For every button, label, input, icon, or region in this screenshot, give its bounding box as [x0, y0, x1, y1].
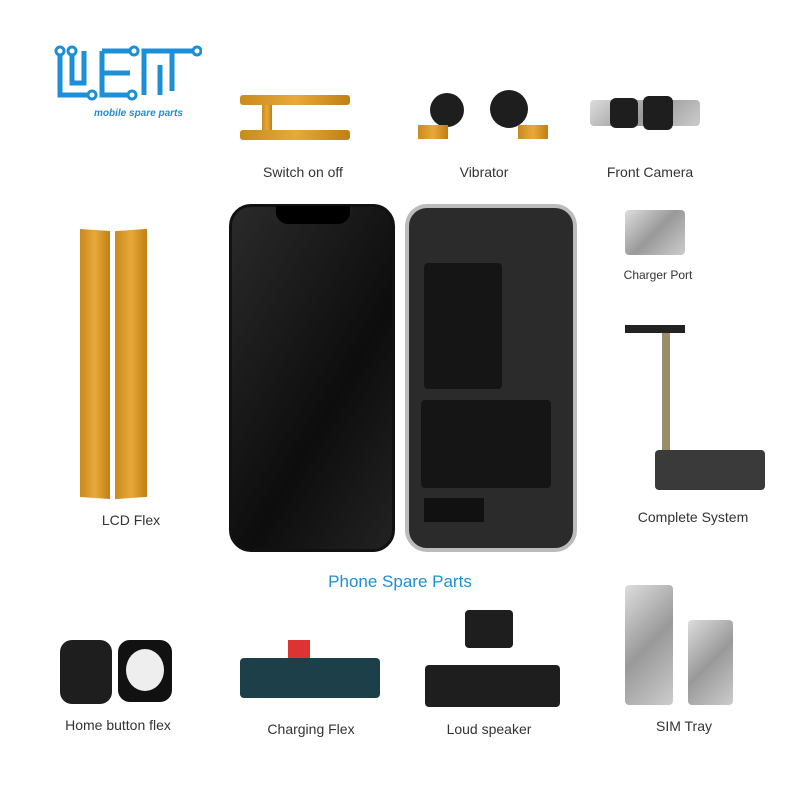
- label-home-button: Home button flex: [65, 717, 171, 733]
- vibrator-flex: [418, 125, 448, 139]
- taptic-engine: [424, 498, 484, 522]
- phone-internals-image: [405, 204, 577, 552]
- switch-flex-image: [240, 95, 350, 105]
- label-charging-flex: Charging Flex: [267, 721, 355, 737]
- charging-flex-connector: [288, 640, 310, 658]
- battery-cell-2: [421, 400, 551, 488]
- lcd-flex-image: [80, 228, 110, 500]
- camera-lens-2: [643, 96, 673, 130]
- battery-cell: [424, 263, 502, 389]
- switch-flex-image-2: [240, 130, 350, 140]
- phone-screen-image: [229, 204, 395, 552]
- label-loud-speaker: Loud speaker: [446, 721, 532, 737]
- phone-notch: [276, 206, 350, 224]
- brand-logo: mobile spare parts: [52, 45, 203, 125]
- home-button-image-2: [118, 640, 172, 702]
- vibrator-image: [430, 93, 464, 127]
- label-switch: Switch on off: [263, 164, 343, 180]
- camera-lens: [610, 98, 638, 128]
- label-charger-port: Charger Port: [623, 268, 693, 282]
- complete-system-board: [655, 450, 765, 490]
- vibrator-image-2: [490, 90, 528, 128]
- loud-speaker-image: [465, 610, 513, 648]
- lcd-flex-image-2: [115, 228, 147, 500]
- home-button-image: [60, 640, 112, 704]
- sim-tray-image-2: [688, 620, 733, 705]
- complete-system-image: [625, 325, 685, 333]
- complete-system-flex: [662, 333, 670, 453]
- vibrator-flex-2: [518, 125, 548, 139]
- label-vibrator: Vibrator: [459, 164, 509, 180]
- charger-port-image: [625, 210, 685, 255]
- label-complete-system: Complete System: [637, 509, 749, 525]
- switch-flex-link: [262, 105, 272, 130]
- label-lcd-flex: LCD Flex: [101, 512, 161, 528]
- label-sim-tray: SIM Tray: [655, 718, 713, 734]
- loud-speaker-image-2: [425, 665, 560, 707]
- charging-flex-image: [240, 658, 380, 698]
- label-front-camera: Front Camera: [606, 164, 694, 180]
- logo-tagline: mobile spare parts: [94, 108, 183, 119]
- page-title: Phone Spare Parts: [328, 572, 472, 591]
- sim-tray-image: [625, 585, 673, 705]
- logo-circuit-icon: [54, 45, 203, 101]
